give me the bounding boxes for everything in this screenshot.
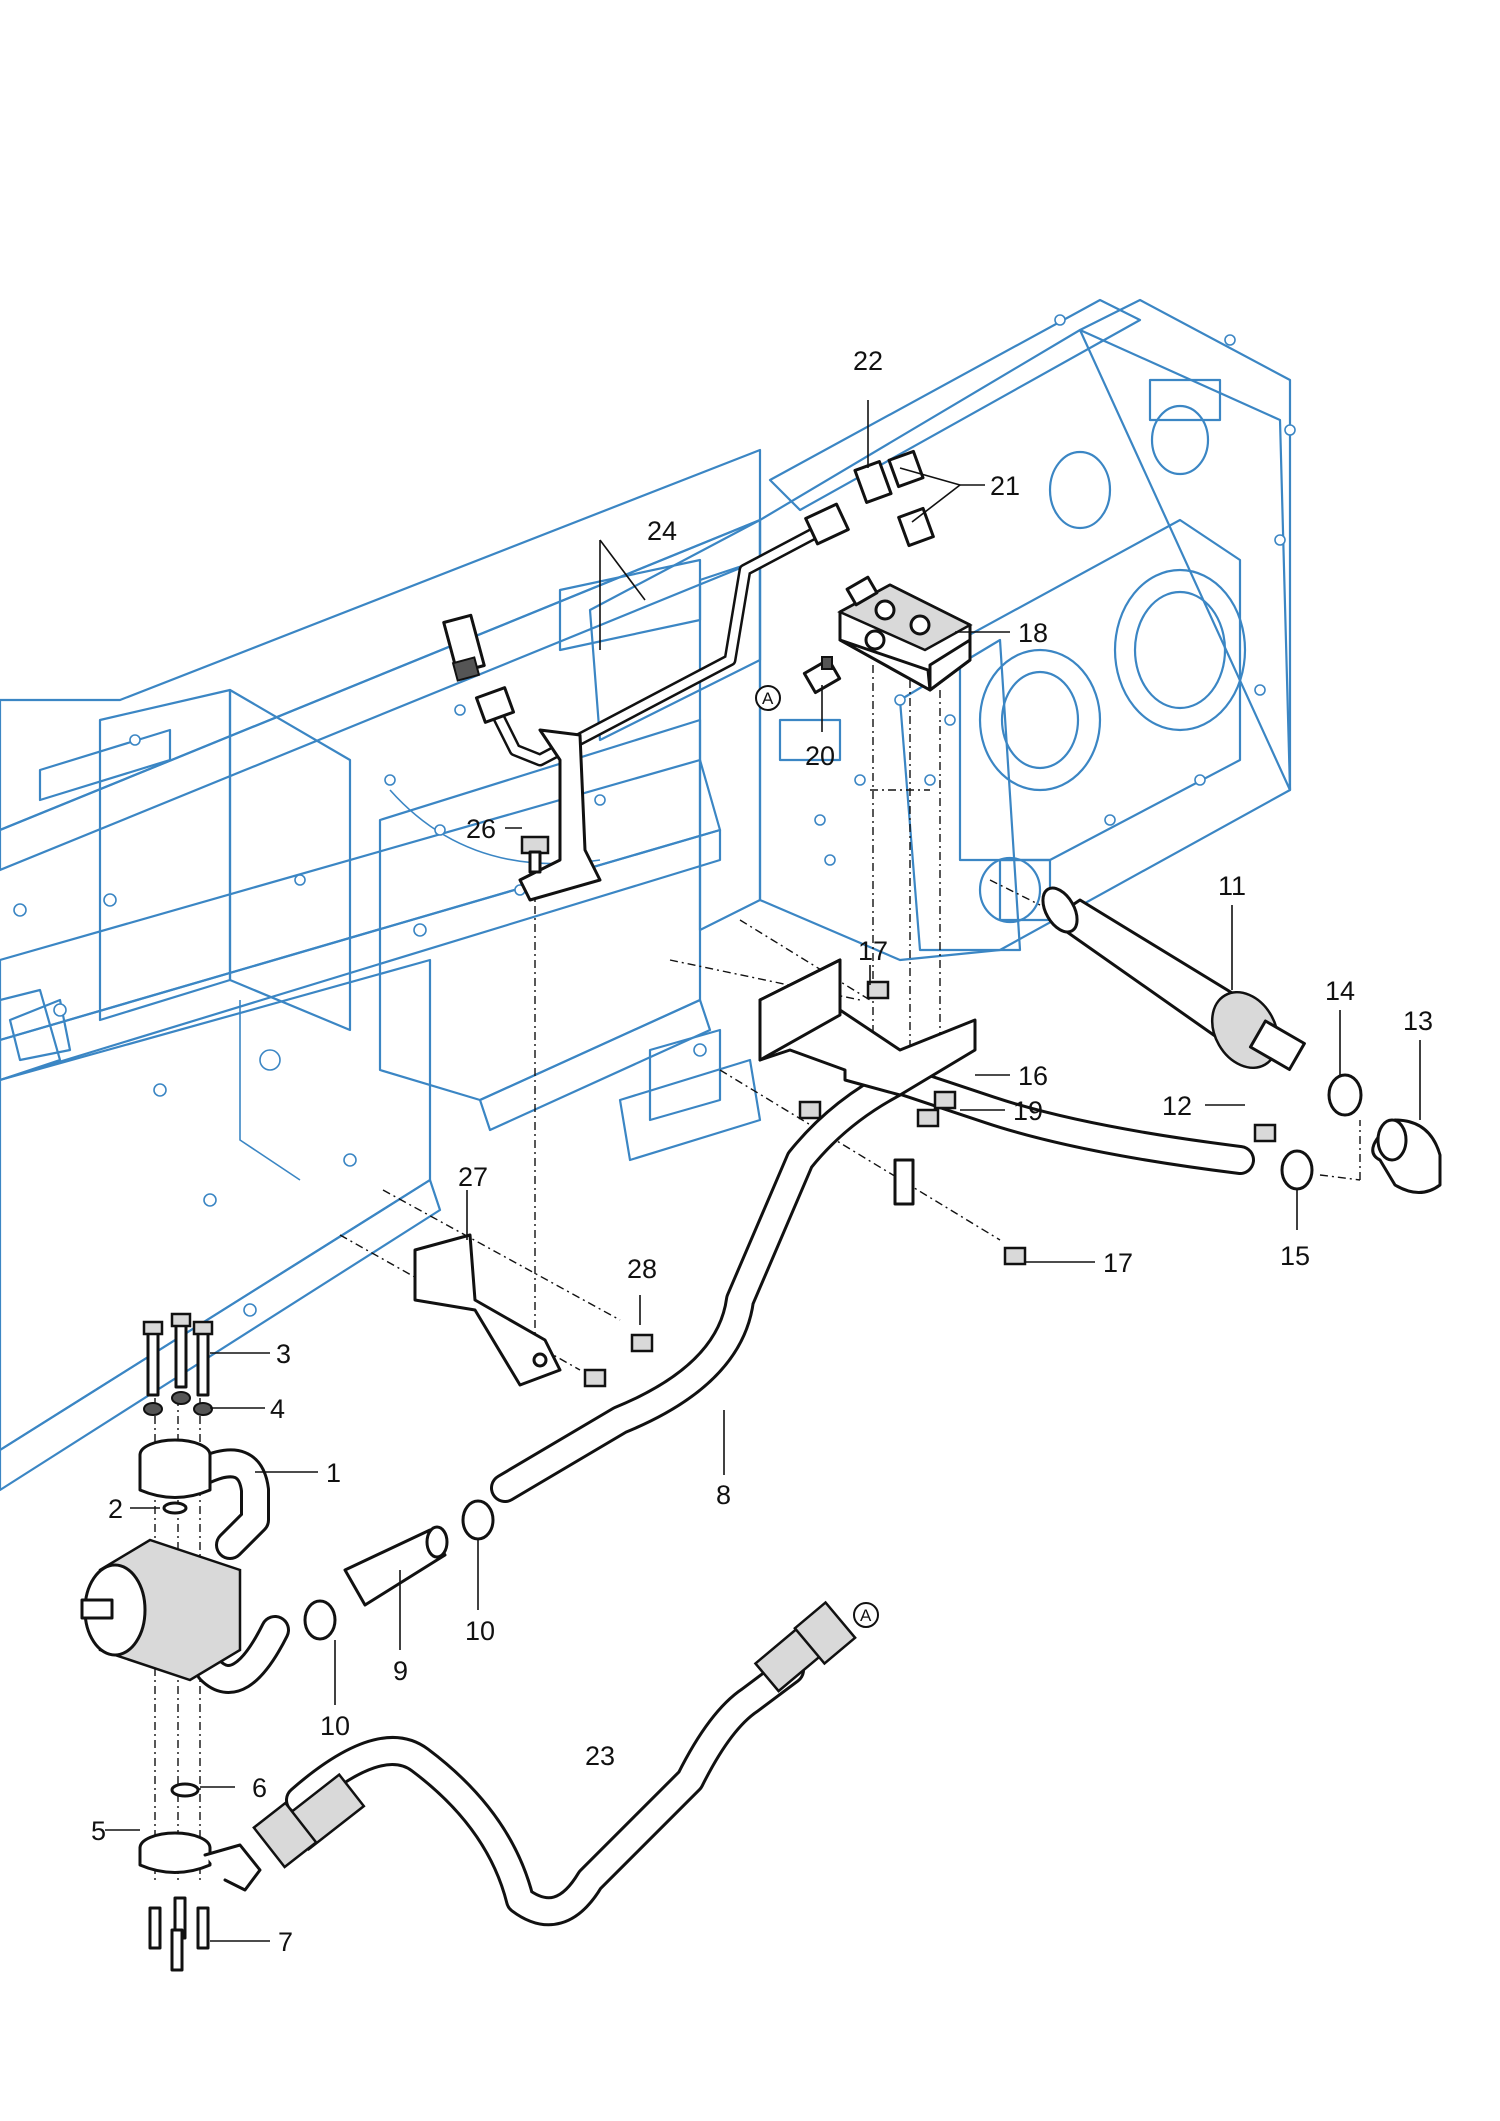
- return-hose: [490, 1065, 1255, 1503]
- bolts-and-fasteners: [142, 656, 1277, 1972]
- callout-6: 6: [252, 1773, 267, 1803]
- callout-7: 7: [278, 1927, 293, 1957]
- callout-17-upper: 17: [858, 936, 888, 966]
- callout-17-lower: 17: [1103, 1248, 1133, 1278]
- callout-5: 5: [91, 1816, 106, 1846]
- leader-lines: [105, 400, 1421, 1942]
- ref-a-hose: A: [860, 1606, 872, 1625]
- callout-1: 1: [326, 1458, 341, 1488]
- callout-14: 14: [1325, 976, 1355, 1006]
- pressure-hose: [252, 1600, 857, 1927]
- callout-27: 27: [458, 1162, 488, 1192]
- callout-23: 23: [585, 1741, 615, 1771]
- callout-10-lower: 10: [320, 1711, 350, 1741]
- callout-18: 18: [1018, 618, 1048, 648]
- callout-16: 16: [1018, 1061, 1048, 1091]
- hydraulic-pump: [80, 1438, 270, 1892]
- hydraulic-pipe: [442, 502, 850, 902]
- callout-15: 15: [1280, 1241, 1310, 1271]
- callout-9: 9: [393, 1656, 408, 1686]
- callout-13: 13: [1403, 1006, 1433, 1036]
- suction-pipe: [1041, 886, 1306, 1071]
- ref-a-valve: A: [762, 689, 774, 708]
- callout-12: 12: [1162, 1091, 1192, 1121]
- callout-3: 3: [276, 1339, 291, 1369]
- callout-22: 22: [853, 346, 883, 376]
- callout-2: 2: [108, 1494, 123, 1524]
- part-callouts: 1 2 3 4 5 6 7 8 9 10 10 11 12 13 14 15 1…: [91, 346, 1433, 1957]
- connection-markers: A A: [755, 685, 879, 1628]
- callout-28: 28: [627, 1254, 657, 1284]
- callout-21: 21: [990, 471, 1020, 501]
- elbow-and-clamps: [303, 1073, 1442, 1641]
- mounting-brackets: [413, 958, 977, 1387]
- callout-10-upper: 10: [465, 1616, 495, 1646]
- short-hoses: [195, 1525, 449, 1694]
- callout-11: 11: [1218, 871, 1246, 901]
- callout-19: 19: [1013, 1096, 1043, 1126]
- callout-4: 4: [270, 1394, 285, 1424]
- callout-24: 24: [647, 516, 677, 546]
- callout-8: 8: [716, 1480, 731, 1510]
- callout-26: 26: [466, 814, 496, 844]
- callout-20: 20: [805, 741, 835, 771]
- tractor-frame-outline: [0, 298, 1296, 1492]
